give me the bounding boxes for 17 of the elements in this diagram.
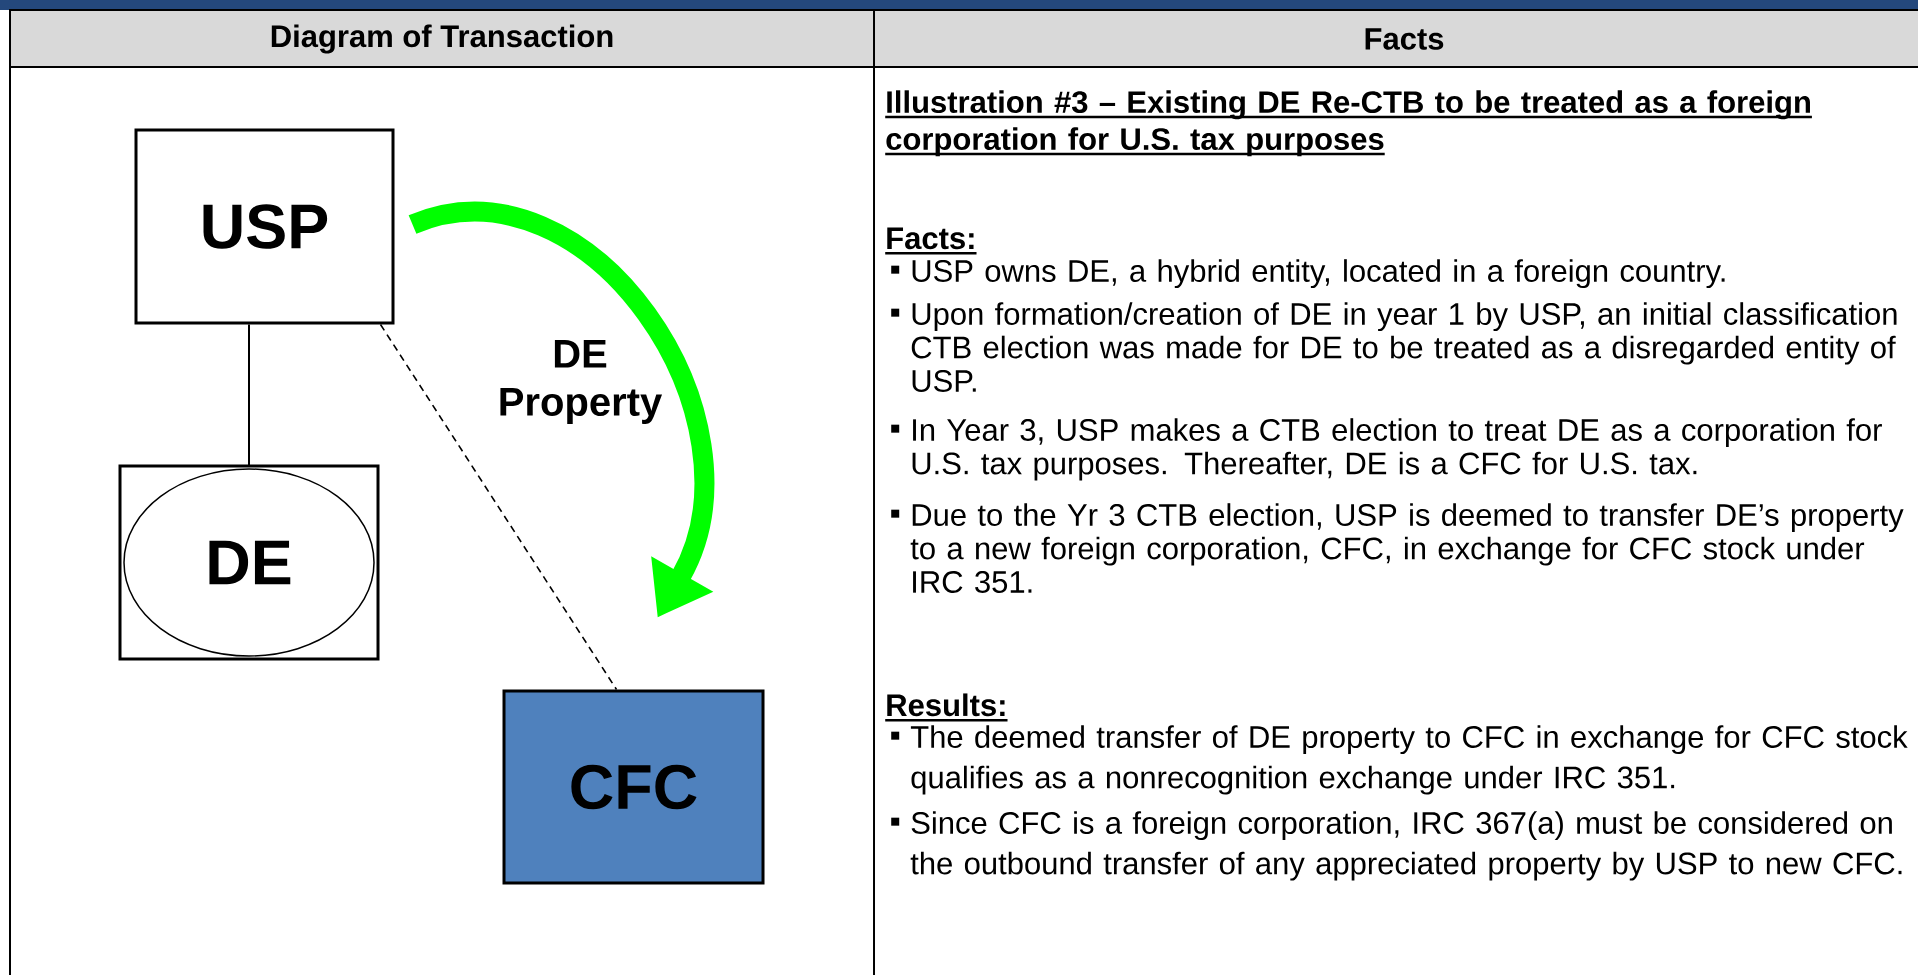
bullet-item: Upon formation/creation of DE in year 1 by USP, an initial classification CTB election was made for DE to be treated as a disregarded entity of USP. [891,302,1897,392]
column-header: Diagram of Transaction [271,24,613,54]
hybrid-entity-box: DE [118,464,380,661]
illustration-title: Illustration #3 – Existing DE Re-CTB to be treated as a foreign corporation for U.S. tax purposes [885,90,1812,157]
column-header: Facts [1365,28,1444,50]
heading: Results: [885,693,1008,722]
dashed-line [379,323,618,691]
connector-line [248,323,250,467]
bullet-item: The deemed transfer of DE property to CFC in exchange for CFC stock qualifies as a nonrecognition exchange under IRC 351. [891,725,1908,795]
bullet-item: Due to the Yr 3 CTB election, USP is deemed to transfer DE’s property to a new foreign corporation, CFC, in exchange for CFC stock under IRC 351. [891,503,1904,593]
bullet-item: Since CFC is a foreign corporation, IRC 367(a) must be considered on the outbound transfer of any appreciated property by USP to new CFC. [891,811,1902,881]
entity-box: CFC [502,689,765,885]
bullet-item: USP owns DE, a hybrid entity, located in a foreign country. [891,259,1725,289]
heading: Facts: [885,227,977,255]
edge-label: DE Property [500,340,662,424]
entity-box: USP [134,128,395,325]
bullet-item: In Year 3, USP makes a CTB election to treat DE as a corporation for U.S. tax purposes. Thereafter, DE is a CFC for U.S. tax. [891,418,1882,481]
